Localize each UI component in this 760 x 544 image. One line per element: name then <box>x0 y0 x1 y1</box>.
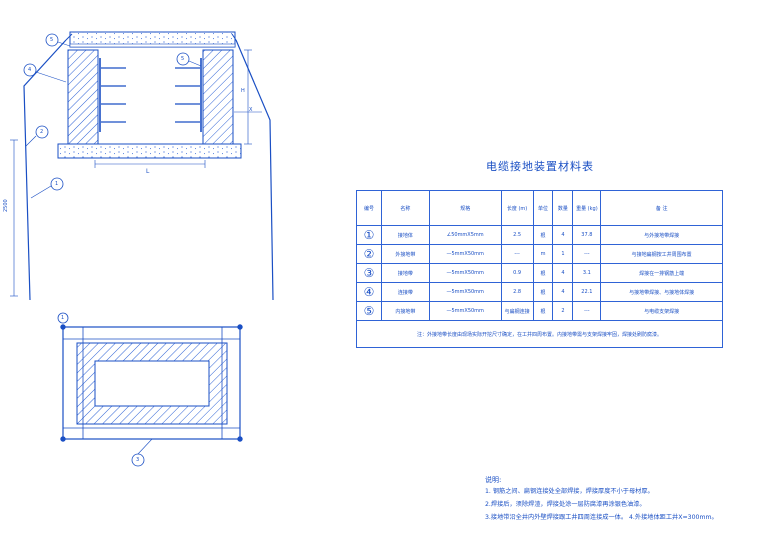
row-length: --- <box>500 244 534 264</box>
row-number: ③ <box>356 263 382 283</box>
row-weight: --- <box>572 301 602 321</box>
right-wall <box>202 49 234 145</box>
dim-label-h: H <box>241 88 245 94</box>
callout-5-bracket <box>176 52 190 66</box>
callout-4 <box>23 63 37 77</box>
table-row: ⑤ 内接地带 —5mmX50mm 与扁钢连接 根 2 --- 与电缆支架焊接 <box>356 301 723 321</box>
section-view <box>10 31 274 301</box>
row-number: ④ <box>356 282 382 302</box>
row-number: ⑤ <box>356 301 382 321</box>
callout-label-2: 2 <box>40 129 44 135</box>
row-qty: 4 <box>552 225 574 245</box>
callout-label-1-plan: 1 <box>61 315 65 321</box>
table-row: ① 接地体 ∠50mmX5mm 2.5 根 4 37.8 与外接地带焊接 <box>356 225 723 245</box>
row-qty: 1 <box>552 244 574 264</box>
row-weight: 22.1 <box>572 282 602 302</box>
row-length: 2.8 <box>500 282 534 302</box>
row-remark: 焊接在一排钢筋上端 <box>600 263 723 283</box>
row-number: ① <box>356 225 382 245</box>
row-name: 外接地带 <box>380 244 430 264</box>
callout-1-plan <box>57 312 69 324</box>
row-name: 接地带 <box>380 263 430 283</box>
left-wall <box>67 49 99 145</box>
row-number: ② <box>356 244 382 264</box>
callout-label-1-side: 1 <box>55 181 59 187</box>
table-footnote: 注：外接地带长度由现场实际开挖尺寸确定，在工井四周布置。内接地带需与支架焊接牢固… <box>356 320 723 348</box>
plan-outer-strap <box>62 326 241 440</box>
row-name: 接地体 <box>380 225 430 245</box>
row-remark: 与接地扁钢按工井周围布置 <box>600 244 723 264</box>
callout-label-4: 4 <box>28 67 32 73</box>
material-table: 编号 名称 规格 长度 (m) 单位 数量 重量 (kg) 备 注 ① 接地体 … <box>356 190 723 348</box>
col-header: 名称 <box>380 190 430 226</box>
col-header: 数量 <box>552 190 574 226</box>
notes-block: 说明: 1. 钢筋之间、扁钢连接处全部焊接，焊接厚度不小于母材厚。 2.焊接后，… <box>485 477 718 529</box>
col-header: 单位 <box>532 190 554 226</box>
table-row: ③ 接地带 —5mmX50mm 0.9 根 4 3.1 焊接在一排钢筋上端 <box>356 263 723 283</box>
col-header: 长度 (m) <box>500 190 534 226</box>
plan-view <box>57 312 243 467</box>
row-remark: 与外接地带焊接 <box>600 225 723 245</box>
row-name: 内接地带 <box>380 301 430 321</box>
row-weight: 37.8 <box>572 225 602 245</box>
col-header: 重量 (kg) <box>572 190 602 226</box>
row-remark: 与接地带焊接、与接地体焊接 <box>600 282 723 302</box>
callout-label-3: 3 <box>136 457 140 463</box>
row-weight: 3.1 <box>572 263 602 283</box>
note-line: 3.接地带沿全井内外壁焊接跟工井四周连接成一体。 4.外接地体距工井X=300m… <box>485 514 718 522</box>
row-spec: —5mmX50mm <box>428 244 502 264</box>
row-unit: 根 <box>532 301 554 321</box>
row-remark: 与电缆支架焊接 <box>600 301 723 321</box>
row-spec: —5mmX50mm <box>428 263 502 283</box>
col-header: 备 注 <box>600 190 723 226</box>
note-line: 2.焊接后，须除焊渣，焊接处涂一层防腐漆再涂银色油漆。 <box>485 501 646 509</box>
dim-label-x: X <box>249 107 253 113</box>
callout-2 <box>35 125 49 139</box>
row-name: 连接带 <box>380 282 430 302</box>
row-spec: ∠50mmX5mm <box>428 225 502 245</box>
table-title: 电缆接地装置材料表 <box>486 160 594 173</box>
callout-5-top <box>45 33 59 47</box>
dim-label-2500: 2500 <box>3 199 9 212</box>
callout-1-side <box>50 177 64 191</box>
table-row: ④ 连接带 —5mmX50mm 2.8 根 4 22.1 与接地带焊接、与接地体… <box>356 282 723 302</box>
row-weight: --- <box>572 244 602 264</box>
row-qty: 4 <box>552 263 574 283</box>
row-unit: m <box>532 244 554 264</box>
dim-label-l: L <box>146 168 150 175</box>
top-slab-lip <box>69 43 236 48</box>
row-length: 2.5 <box>500 225 534 245</box>
callout-label-5-bracket: 5 <box>181 56 185 62</box>
row-unit: 根 <box>532 263 554 283</box>
callout-label-5-top: 5 <box>50 37 54 43</box>
plan-wall-inner <box>94 360 210 407</box>
note-line: 1. 钢筋之间、扁钢连接处全部焊接，焊接厚度不小于母材厚。 <box>485 488 654 495</box>
bottom-slab <box>57 143 242 159</box>
row-unit: 根 <box>532 225 554 245</box>
row-qty: 2 <box>552 301 574 321</box>
table-row: ② 外接地带 —5mmX50mm --- m 1 --- 与接地扁钢按工井周围布… <box>356 244 723 264</box>
table-header-row: 编号 名称 规格 长度 (m) 单位 数量 重量 (kg) 备 注 <box>356 190 723 226</box>
row-qty: 4 <box>552 282 574 302</box>
col-header: 规格 <box>428 190 502 226</box>
row-spec: —5mmX50mm <box>428 301 502 321</box>
row-length: 与扁钢连接 <box>500 301 534 321</box>
row-spec: —5mmX50mm <box>428 282 502 302</box>
row-unit: 根 <box>532 282 554 302</box>
table-footnote-row: 注：外接地带长度由现场实际开挖尺寸确定，在工井四周布置。内接地带需与支架焊接牢固… <box>356 320 723 348</box>
col-header: 编号 <box>356 190 382 226</box>
notes-title: 说明: <box>485 476 502 484</box>
row-length: 0.9 <box>500 263 534 283</box>
